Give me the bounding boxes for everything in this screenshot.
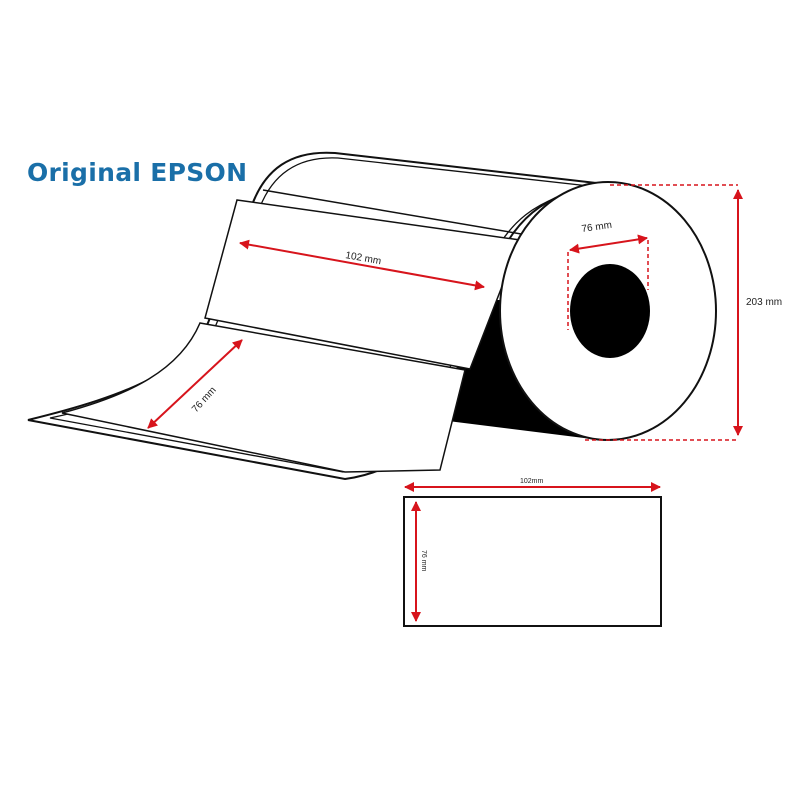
roll-core-hole	[570, 264, 650, 358]
detail-height-text: 76 mm	[420, 550, 427, 572]
width-arrow	[239, 239, 485, 291]
label-1	[262, 189, 534, 237]
brand-title: Original EPSON	[27, 158, 248, 187]
core-arrow	[569, 234, 648, 254]
height-arrow	[147, 339, 243, 429]
core-diameter-text: 76 mm	[581, 220, 613, 235]
outer-diameter-text: 203 mm	[746, 297, 782, 308]
detail-width-text: 102mm	[520, 478, 544, 485]
single-label	[403, 496, 662, 627]
